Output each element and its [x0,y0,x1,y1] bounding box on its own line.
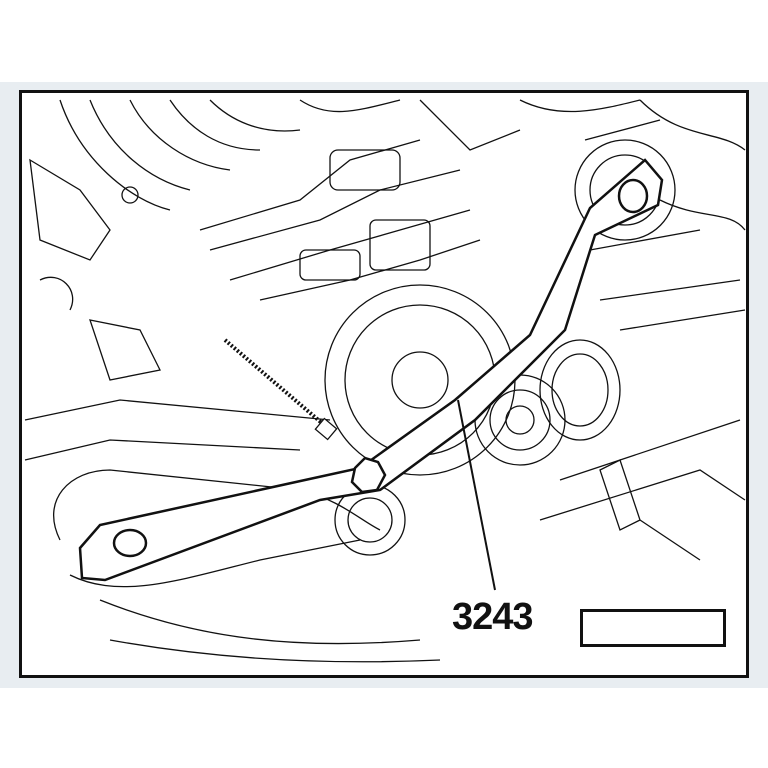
tool-star-nut [350,456,387,494]
tool-bore-right [617,178,649,214]
tool-bore-left [112,528,148,558]
figure-code-box [580,609,726,647]
part-number-label: 3243 [452,596,534,638]
tool-3243-bar [78,158,664,582]
engine-background-linework [24,99,746,663]
label-leader-line [457,399,496,591]
